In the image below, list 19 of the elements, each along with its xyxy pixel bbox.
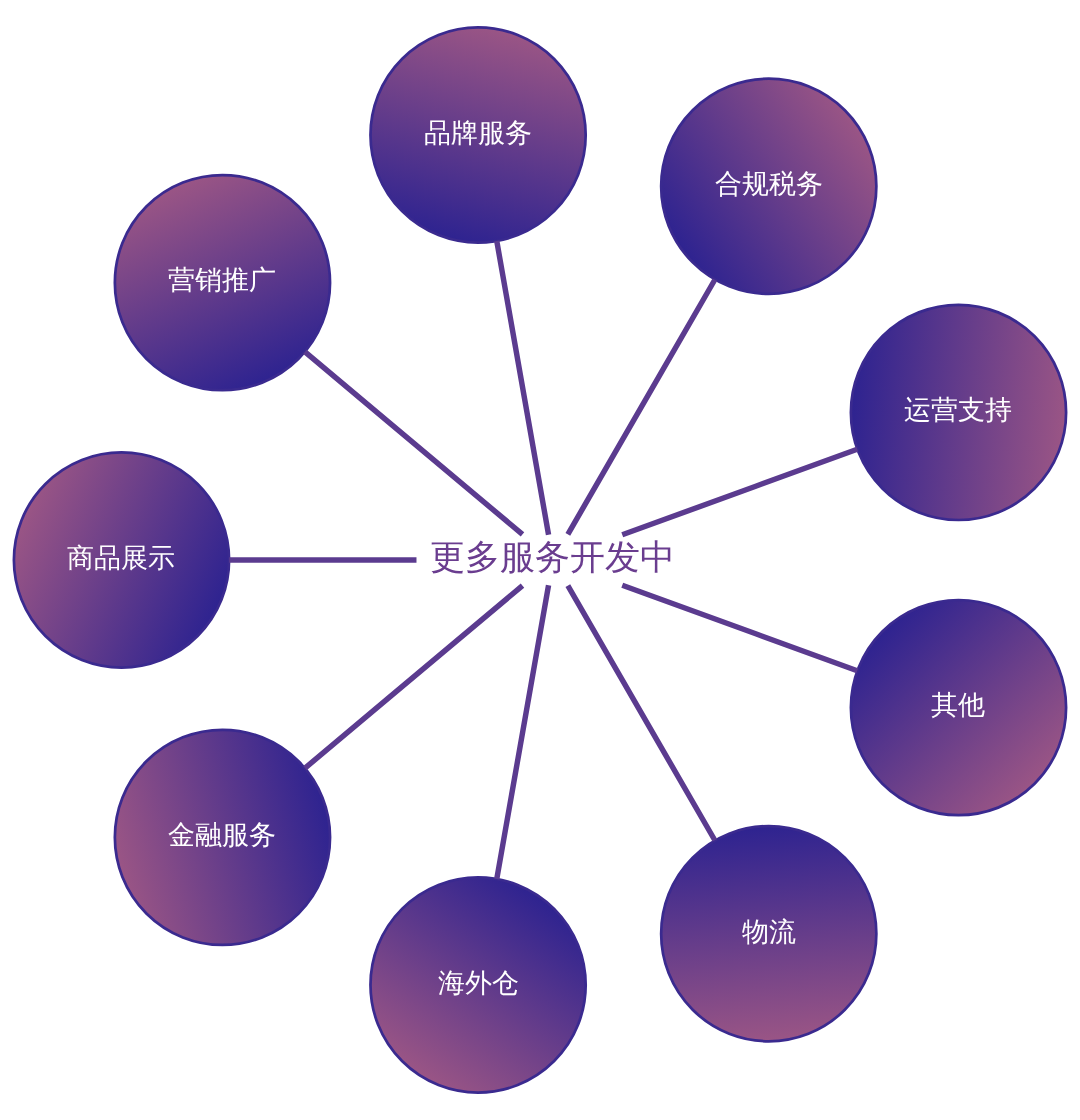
node-circle: 商品展示 [12, 451, 231, 669]
node-circle: 物流 [659, 824, 878, 1043]
node-circle: 运营支持 [849, 303, 1068, 522]
connector [565, 584, 718, 842]
connector [621, 582, 859, 674]
node-circle: 品牌服务 [369, 26, 588, 244]
node-circle: 海外仓 [369, 876, 588, 1094]
node-circle: 其他 [849, 598, 1068, 817]
node-circle: 金融服务 [113, 728, 332, 947]
connector [565, 278, 718, 536]
node-text: 更多服务开发中 [430, 535, 676, 577]
connector [303, 583, 525, 771]
connector [621, 446, 859, 538]
connector [303, 349, 525, 537]
connector [229, 557, 417, 563]
node-circle: 合规税务 [659, 77, 878, 296]
connector [494, 240, 552, 536]
connector [494, 584, 552, 880]
node-circle: 营销推广 [113, 173, 332, 392]
